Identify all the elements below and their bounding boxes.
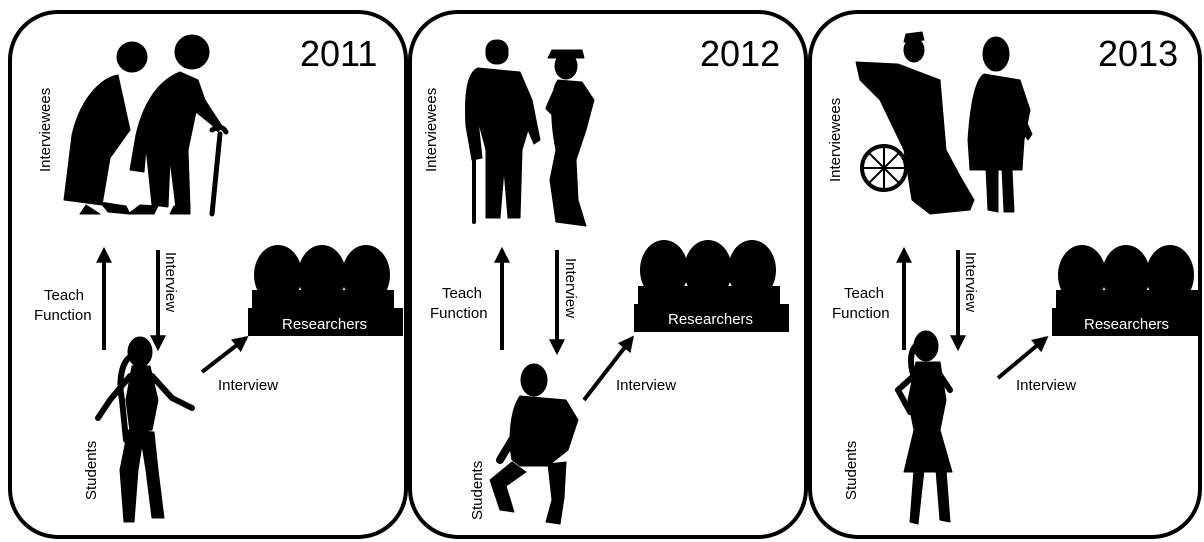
interview-right-label: Interview (218, 377, 278, 394)
interview-right-label: Interview (1016, 377, 1076, 394)
teach-label: Teach (844, 285, 884, 302)
function-label: Function (430, 305, 488, 322)
man-with-cane-icon (465, 39, 541, 224)
interview-down-label: Interview (962, 252, 979, 312)
teach-label: Teach (442, 285, 482, 302)
wheelchair-man-icon (855, 31, 975, 215)
crouching-boy-icon (489, 363, 579, 525)
panel-frame (8, 10, 408, 539)
panel-2011: 2011 Interviewees Teach Function Intervi… (8, 10, 408, 539)
students-label: Students (843, 441, 860, 500)
researchers-label: Researchers (1084, 316, 1169, 333)
interview-right-arrow (996, 335, 1049, 380)
panel-frame (808, 10, 1202, 539)
year-label: 2012 (700, 33, 780, 74)
interview-right-label: Interview (616, 377, 676, 394)
researchers-label: Researchers (668, 311, 753, 328)
interviewees-label: Interviewees (37, 88, 54, 172)
interview-down-label: Interview (562, 258, 579, 318)
researchers-label: Researchers (282, 316, 367, 333)
interview-down-label: Interview (162, 252, 179, 312)
interview-right-arrow (200, 336, 249, 374)
interview-right-arrow (582, 335, 634, 402)
researchers-group-icon (248, 245, 403, 336)
panel-2012: 2012 Interviewees Teach Function Intervi… (408, 10, 808, 539)
students-label: Students (469, 461, 486, 520)
interviewees-label: Interviewees (827, 98, 844, 182)
year-label: 2011 (300, 33, 377, 74)
function-label: Function (34, 307, 92, 324)
panel-frame (408, 10, 808, 539)
standing-woman-icon (895, 330, 953, 525)
dancing-girl-icon (95, 336, 195, 523)
researchers-group-icon (634, 240, 789, 332)
elderly-couple-icon (63, 34, 229, 217)
panel-2013: 2013 Interviewees Teach Function Intervi… (808, 10, 1202, 539)
man-in-hat-icon (545, 49, 595, 227)
students-label: Students (83, 441, 100, 500)
researchers-group-icon (1052, 245, 1202, 336)
function-label: Function (832, 305, 890, 322)
elderly-woman-icon (967, 36, 1033, 213)
teach-label: Teach (44, 287, 84, 304)
year-label: 2013 (1098, 33, 1178, 74)
interviewees-label: Interviewees (423, 88, 440, 172)
